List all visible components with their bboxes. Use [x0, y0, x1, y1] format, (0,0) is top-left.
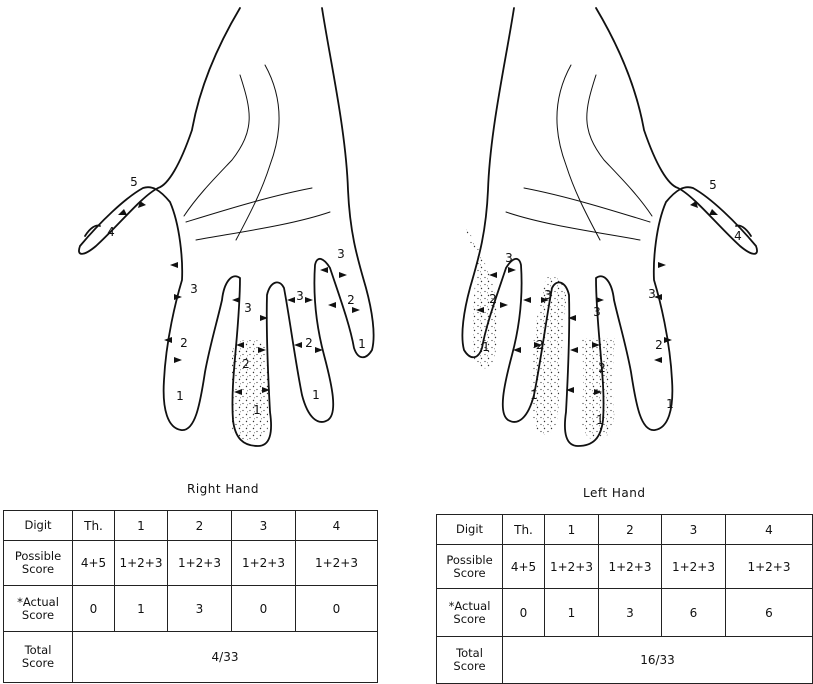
left-middle-label-3: 3	[593, 305, 601, 319]
right-palm-crease	[236, 65, 279, 240]
left-ring-label-1: 1	[530, 388, 538, 402]
right-thumb-label-5: 5	[130, 175, 138, 189]
right-index-label-2: 2	[180, 336, 188, 350]
left-palm-crease	[557, 65, 600, 240]
actual-score-cell: 0	[503, 589, 545, 637]
right-ring-label-1: 1	[312, 388, 320, 402]
actual-score-cell: 0	[232, 586, 296, 632]
digit-header: 4	[726, 515, 813, 545]
actual-score-cell: 1	[545, 589, 599, 637]
left-hand	[462, 8, 757, 446]
right-thumb-label-4: 4	[107, 225, 115, 239]
right-little-label-1: 1	[358, 337, 366, 351]
right-middle-label-1: 1	[253, 403, 261, 417]
possible-score-cell: 1+2+3	[545, 545, 599, 589]
right-little-label-2: 2	[347, 293, 355, 307]
table-row: Digit Th. 1 2 3 4	[437, 515, 813, 545]
actual-score-cell: 6	[726, 589, 813, 637]
actual-score-cell: 0	[296, 586, 378, 632]
right-palm-crease	[186, 188, 312, 222]
left-thumb-label-5: 5	[709, 178, 717, 192]
left-middle-label-2: 2	[598, 361, 606, 375]
possible-score-cell: 4+5	[503, 545, 545, 589]
digit-header: Th.	[503, 515, 545, 545]
left-thumb-label-4: 4	[734, 229, 742, 243]
right-little-label-3: 3	[337, 247, 345, 261]
left-palm-crease	[524, 188, 650, 222]
hands-diagram: 5 4 3 2 1 3 2 1 3 2 1 3 2 1	[0, 0, 813, 470]
right-palm-crease	[184, 75, 249, 216]
possible-score-cell: 1+2+3	[726, 545, 813, 589]
actual-score-cell: 1	[115, 586, 168, 632]
possible-score-cell: 1+2+3	[296, 541, 378, 586]
possible-score-cell: 1+2+3	[599, 545, 662, 589]
left-index-label-3: 3	[648, 287, 656, 301]
right-index-label-1: 1	[176, 389, 184, 403]
possible-score-cell: 4+5	[73, 541, 115, 586]
left-little-label-1: 1	[482, 340, 490, 354]
digit-header: 4	[296, 511, 378, 541]
left-ring-label-3: 3	[544, 288, 552, 302]
left-little-label-2: 2	[489, 292, 497, 306]
row-label-digit: Digit	[437, 515, 503, 545]
actual-score-cell: 3	[168, 586, 232, 632]
right-ring-label-2: 2	[305, 336, 313, 350]
digit-header: 3	[662, 515, 726, 545]
right-middle-label-3: 3	[244, 301, 252, 315]
table-row: Digit Th. 1 2 3 4	[4, 511, 378, 541]
possible-score-cell: 1+2+3	[115, 541, 168, 586]
total-score-cell: 4/33	[73, 632, 378, 683]
left-index-label-1: 1	[666, 397, 674, 411]
right-ring-label-3: 3	[296, 289, 304, 303]
left-little-label-3: 3	[505, 251, 513, 265]
possible-score-cell: 1+2+3	[168, 541, 232, 586]
digit-header: Th.	[73, 511, 115, 541]
left-index-label-2: 2	[655, 338, 663, 352]
left-middle-label-1: 1	[596, 413, 604, 427]
digit-header: 1	[545, 515, 599, 545]
digit-header: 3	[232, 511, 296, 541]
right-hand-outline	[79, 8, 374, 446]
right-palm-crease	[196, 212, 330, 240]
left-hand-title: Left Hand	[583, 486, 646, 500]
actual-score-cell: 0	[73, 586, 115, 632]
right-index-label-3: 3	[190, 282, 198, 296]
right-hand-title: Right Hand	[187, 482, 259, 496]
possible-score-cell: 1+2+3	[662, 545, 726, 589]
right-hand	[79, 8, 374, 446]
left-palm-crease	[587, 75, 652, 216]
digit-header: 2	[168, 511, 232, 541]
left-ring-label-2: 2	[536, 338, 544, 352]
actual-score-cell: 3	[599, 589, 662, 637]
possible-score-cell: 1+2+3	[232, 541, 296, 586]
digit-header: 1	[115, 511, 168, 541]
digit-header: 2	[599, 515, 662, 545]
row-label-digit: Digit	[4, 511, 73, 541]
right-middle-label-2: 2	[242, 357, 250, 371]
total-score-cell: 16/33	[503, 637, 813, 684]
left-palm-crease	[506, 212, 640, 240]
actual-score-cell: 6	[662, 589, 726, 637]
